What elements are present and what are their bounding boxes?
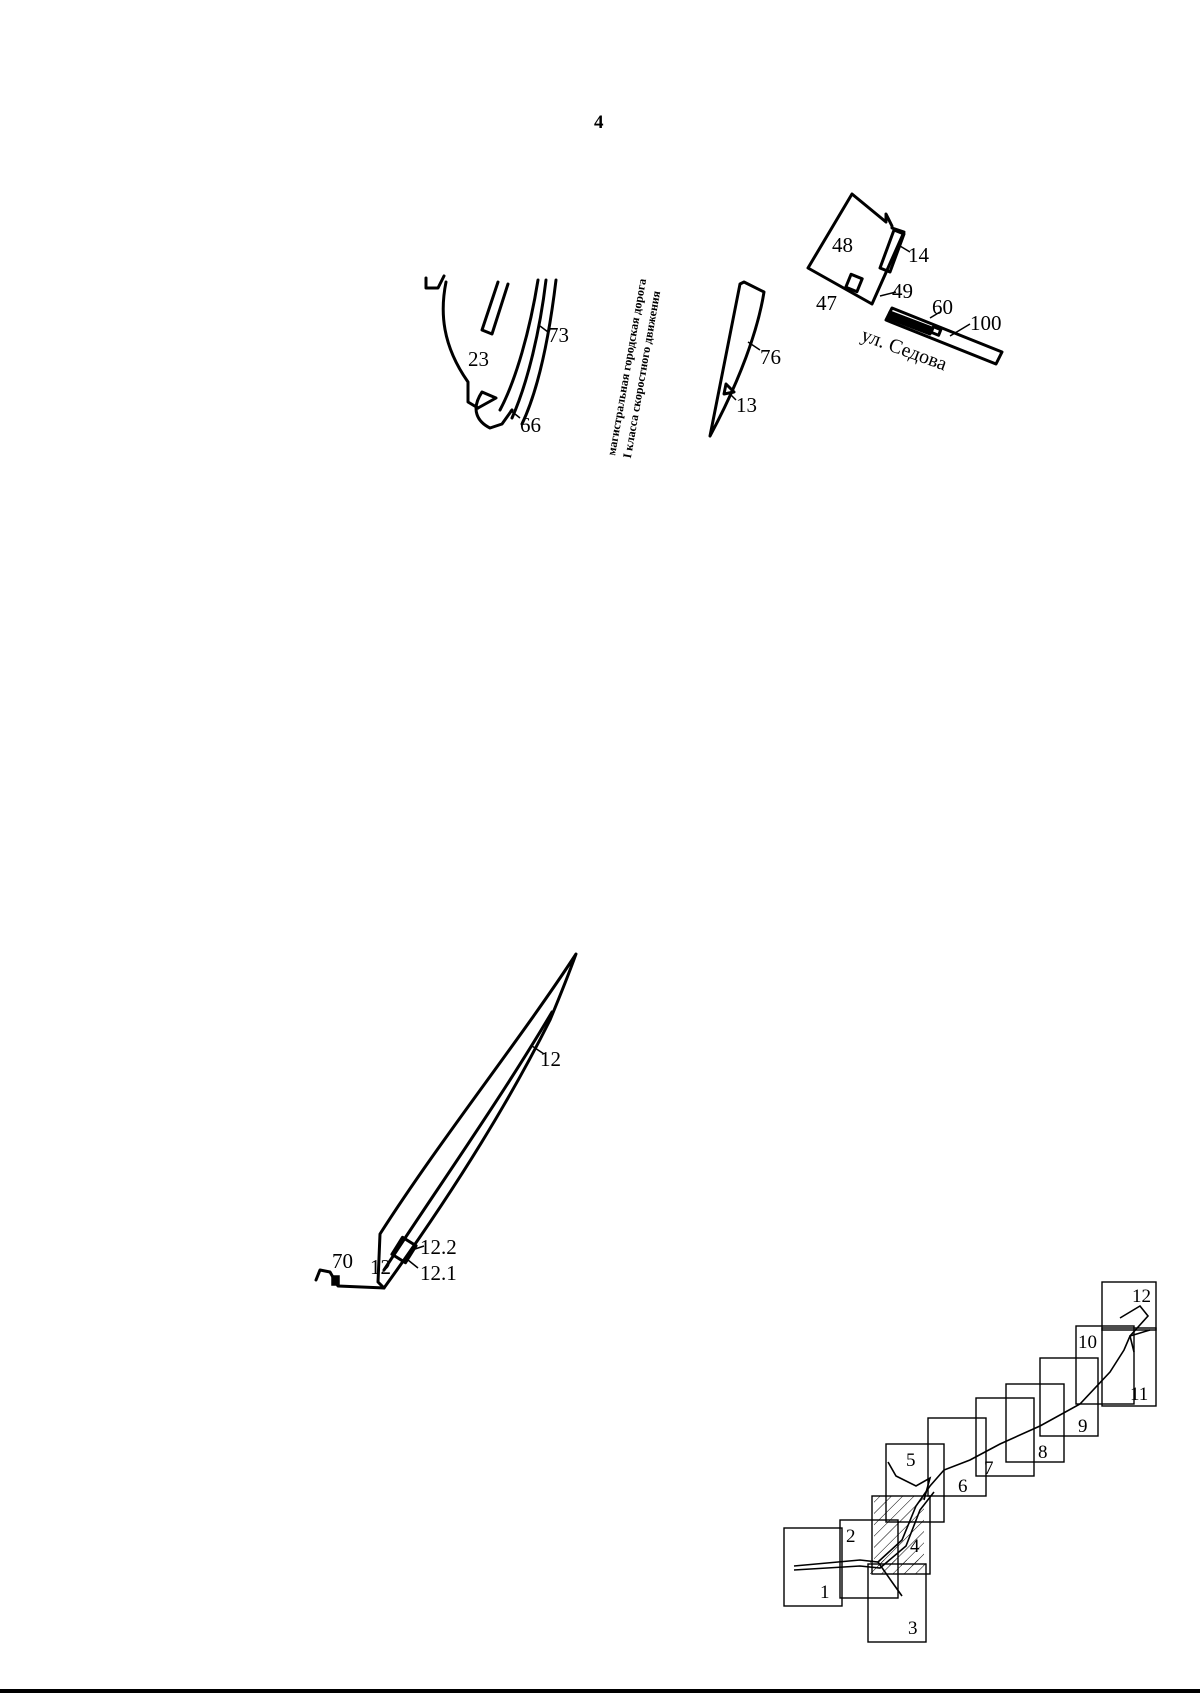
- bottom-border-line: [0, 1689, 1200, 1693]
- sheet-3: [867, 1563, 927, 1643]
- sheet-7: [975, 1397, 1035, 1477]
- sheet-6: [927, 1417, 987, 1497]
- label-parcel-49: 49: [892, 279, 913, 303]
- parcel-70-marker: [331, 1275, 340, 1286]
- sheet-label-7: 7: [984, 1458, 994, 1479]
- sheet-label-3: 3: [908, 1618, 918, 1639]
- label-parcel-70: 70: [332, 1249, 353, 1273]
- label-parcel-100: 100: [970, 311, 1002, 335]
- sheet-label-9: 9: [1078, 1416, 1088, 1437]
- sheet-2: [839, 1519, 899, 1599]
- sheet-label-1: 1: [820, 1582, 830, 1603]
- label-parcel-12-top: 12: [540, 1047, 561, 1071]
- sheet-11: [1101, 1327, 1157, 1407]
- label-parcel-13: 13: [736, 393, 757, 417]
- sheet-index-map: [783, 1281, 1157, 1643]
- sheet-label-5: 5: [906, 1450, 916, 1471]
- street-label-sedova: ул. Седова: [858, 324, 950, 375]
- sheet-9: [1039, 1357, 1099, 1437]
- sheet-12: [1101, 1281, 1157, 1331]
- label-parcel-12-2: 12.2: [420, 1235, 457, 1259]
- sheet-label-6: 6: [958, 1476, 968, 1497]
- label-parcel-14: 14: [908, 243, 930, 267]
- label-parcel-66: 66: [520, 413, 541, 437]
- label-parcel-48: 48: [832, 233, 853, 257]
- label-parcel-23: 23: [468, 347, 489, 371]
- label-parcel-73: 73: [548, 323, 569, 347]
- parcel-group-12: [314, 952, 578, 1290]
- page-number: 4: [594, 112, 604, 133]
- sheet-label-12: 12: [1132, 1286, 1151, 1307]
- sheet-label-8: 8: [1038, 1442, 1048, 1463]
- label-parcel-12-bottom: 12: [370, 1255, 391, 1279]
- label-parcel-47: 47: [816, 291, 837, 315]
- sheet-label-11: 11: [1130, 1384, 1148, 1405]
- highway-label: магистральная городская дорога I класса …: [604, 277, 663, 459]
- sheet-10: [1075, 1325, 1135, 1405]
- label-parcel-60: 60: [932, 295, 953, 319]
- sheet-label-2: 2: [846, 1526, 856, 1547]
- sheet-label-10: 10: [1078, 1332, 1097, 1353]
- sheet-8: [1005, 1383, 1065, 1463]
- parcel-group-76-13: [708, 280, 766, 438]
- label-parcel-12-1: 12.1: [420, 1261, 457, 1285]
- sheet-4: [871, 1495, 931, 1575]
- parcel-group-23-73-66: [424, 274, 558, 430]
- parcel-group-48-49-60-100: [806, 192, 1004, 366]
- sheet-label-4: 4: [910, 1536, 920, 1557]
- label-parcel-76: 76: [760, 345, 781, 369]
